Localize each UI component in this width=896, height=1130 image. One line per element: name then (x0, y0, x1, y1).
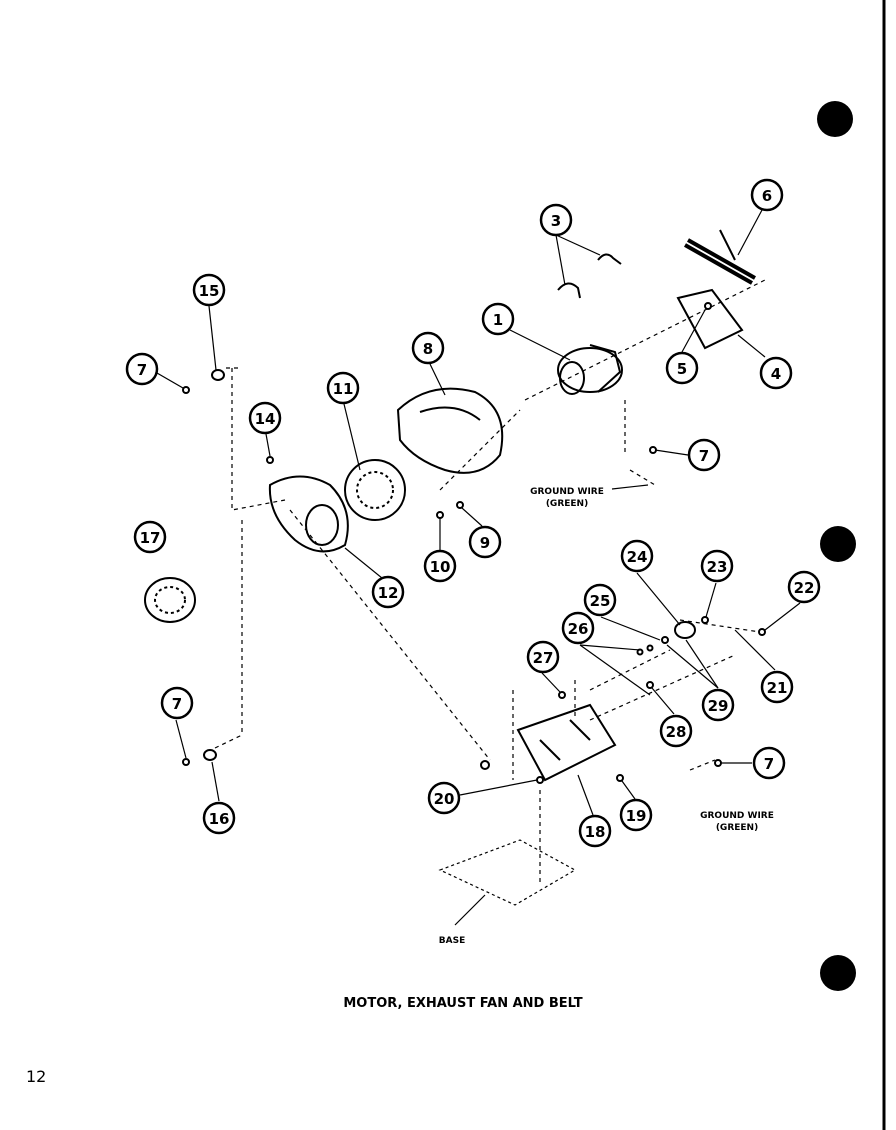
fastener-part (203, 749, 217, 761)
svg-text:6: 6 (762, 187, 772, 205)
callout-14: 14 (248, 401, 282, 435)
callout-29: 29 (701, 688, 735, 722)
base-plate-part (516, 703, 617, 782)
callout-20: 20 (427, 781, 461, 815)
svg-text:3: 3 (551, 212, 561, 230)
ground-wire-label-1: GROUND WIRE (530, 487, 604, 497)
clip-part (557, 253, 622, 299)
callout-28: 28 (659, 714, 693, 748)
parts (144, 229, 766, 906)
svg-text:4: 4 (771, 365, 781, 383)
page-number: 12 (26, 1067, 46, 1086)
svg-text:21: 21 (767, 679, 788, 697)
svg-text:8: 8 (423, 340, 433, 358)
callout-26: 26 (561, 611, 595, 645)
callout-16: 16 (202, 801, 236, 835)
callout-21: 21 (760, 670, 794, 704)
callout-9: 9 (468, 525, 502, 559)
svg-text:25: 25 (590, 592, 611, 610)
callout-27: 27 (526, 640, 560, 674)
idler-part (674, 621, 696, 639)
svg-text:20: 20 (434, 790, 455, 808)
svg-text:7: 7 (764, 755, 774, 773)
fan-wheel-part (344, 459, 406, 521)
svg-text:11: 11 (333, 380, 354, 398)
fan-housing-part (396, 387, 504, 474)
base-label: BASE (439, 936, 465, 946)
svg-text:9: 9 (480, 534, 490, 552)
callout-15: 15 (192, 273, 226, 307)
callout-7c: 7 (160, 686, 194, 720)
svg-text:15: 15 (199, 282, 220, 300)
svg-text:18: 18 (585, 823, 606, 841)
assembly-lines (214, 279, 766, 885)
svg-text:22: 22 (794, 579, 815, 597)
callout-12: 12 (371, 575, 405, 609)
svg-text:28: 28 (666, 723, 687, 741)
svg-text:16: 16 (209, 810, 230, 828)
fan-cover-part (268, 475, 349, 553)
svg-text:12: 12 (378, 584, 399, 602)
svg-text:5: 5 (677, 360, 687, 378)
svg-text:29: 29 (708, 697, 729, 715)
pulley-part (144, 577, 196, 623)
svg-text:19: 19 (626, 807, 647, 825)
svg-text:24: 24 (627, 548, 648, 566)
svg-text:26: 26 (568, 620, 589, 638)
binder-hole (820, 955, 856, 991)
callout-19: 19 (619, 798, 653, 832)
svg-text:7: 7 (172, 695, 182, 713)
svg-text:7: 7 (137, 361, 147, 379)
ground-wire-label-2-sub: (GREEN) (716, 823, 758, 833)
binder-hole (820, 526, 856, 562)
callout-3: 3 (539, 203, 573, 237)
callout-1: 1 (481, 302, 515, 336)
callout-4: 4 (759, 356, 793, 390)
leader-lines (156, 209, 801, 926)
callout-23: 23 (700, 549, 734, 583)
callout-7d: 7 (752, 746, 786, 780)
callout-18: 18 (578, 814, 612, 848)
ground-wire-label-1-sub: (GREEN) (546, 499, 588, 509)
motor-part (557, 344, 623, 395)
callout-10: 10 (423, 549, 457, 583)
ground-wire-label-2: GROUND WIRE (700, 811, 774, 821)
svg-text:14: 14 (255, 410, 276, 428)
bracket-part (676, 288, 744, 350)
fastener-part (211, 369, 225, 381)
callout-8: 8 (411, 331, 445, 365)
svg-text:23: 23 (707, 558, 728, 576)
callout-24: 24 (620, 539, 654, 573)
callout-25: 25 (583, 583, 617, 617)
callouts: 1 3 4 5 6 7 7 7 7 8 9 10 11 12 14 15 16 … (125, 178, 821, 848)
svg-text:7: 7 (699, 447, 709, 465)
diagram-title: MOTOR, EXHAUST FAN AND BELT (343, 996, 582, 1011)
callout-7b: 7 (687, 438, 721, 472)
callout-17: 17 (133, 520, 167, 554)
callout-11: 11 (326, 371, 360, 405)
svg-text:10: 10 (430, 558, 451, 576)
svg-text:17: 17 (140, 529, 161, 547)
callout-5: 5 (665, 351, 699, 385)
binder-hole (817, 101, 853, 137)
belt-part (684, 238, 756, 285)
belt-part (719, 229, 736, 261)
svg-text:1: 1 (493, 311, 503, 329)
callout-22: 22 (787, 570, 821, 604)
callout-7a: 7 (125, 352, 159, 386)
base-part (438, 839, 577, 906)
svg-text:27: 27 (533, 649, 554, 667)
callout-6: 6 (750, 178, 784, 212)
